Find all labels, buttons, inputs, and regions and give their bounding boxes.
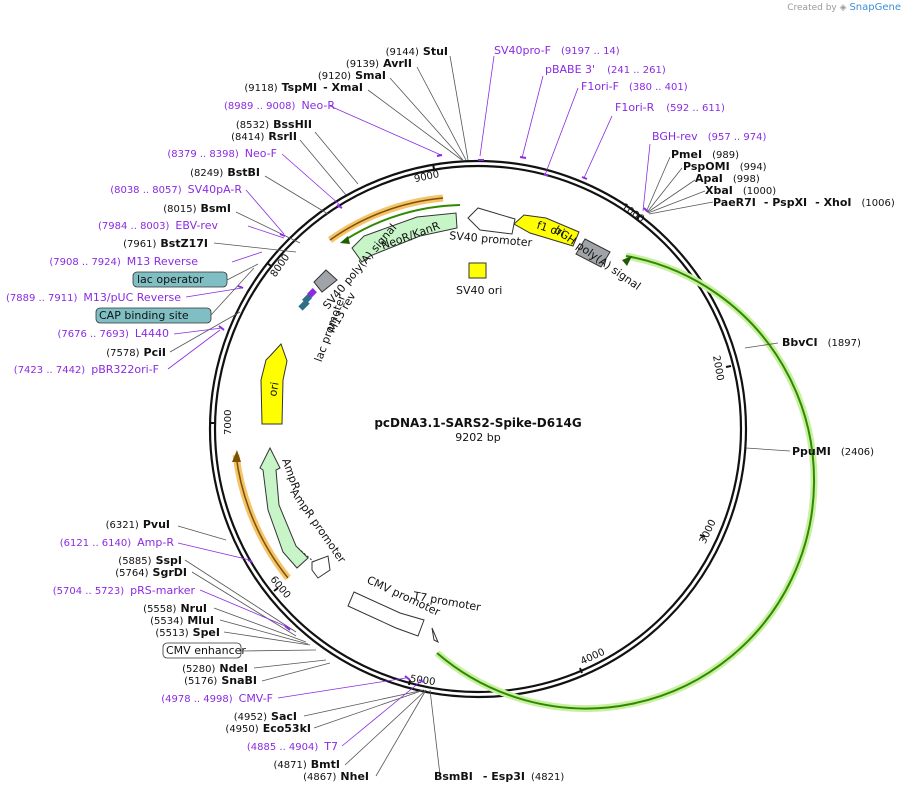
enzyme-stui: (9144)StuI [386, 45, 448, 58]
snapgene-logo-icon: ◈ [839, 3, 847, 13]
credit-prefix: Created by [787, 3, 837, 13]
enzyme-xbai: XbaI(1000) [705, 184, 776, 197]
enzyme-bmti: (4871)BmtI [274, 758, 340, 771]
enzyme-mlui: (5534)MluI [150, 614, 214, 627]
tick-9000: 9000 [413, 169, 440, 185]
snapgene-credit: Created by ◈ SnapGene [787, 2, 901, 13]
enzyme-ndei: (5280)NdeI [182, 662, 248, 675]
neo-orf-line [329, 197, 444, 241]
enzyme-bstz17i: (7961)BstZ17I [123, 237, 208, 250]
ori-feature [260, 343, 288, 425]
enzyme-paer7i-pspxi-xhoi: PaeR7I- PspXI- XhoI(1006) [713, 196, 895, 209]
primer-neo-r: (8989 .. 9008)Neo-R [224, 99, 335, 112]
t7-promoter-feature [431, 627, 439, 644]
bgh-polya-feature [575, 238, 611, 268]
primer-bgh-rev: BGH-rev(957 .. 974) [652, 130, 766, 143]
cmv-promoter-feature [347, 591, 425, 637]
primer-t7: (4885 .. 4904)T7 [247, 740, 338, 753]
primer-pbabe3: pBABE 3'(241 .. 261) [545, 63, 666, 76]
spike-orf-arrowhead [622, 256, 632, 266]
cmv-enhancer-box [162, 642, 242, 659]
enzyme-pcii: (7578)PciI [106, 346, 166, 359]
enzyme-sgrdi: (5764)SgrDI [115, 566, 187, 579]
enzyme-bstbi: (8249)BstBI [190, 166, 260, 179]
lac-operator-mark [307, 288, 317, 298]
primer-labels: SV40pro-F(9197 .. 14) pBABE 3'(241 .. 26… [6, 44, 767, 753]
ampr-promoter-dash [297, 547, 315, 563]
primer-sv40pro-f: SV40pro-F(9197 .. 14) [494, 44, 620, 57]
tick-1000: 1000 [619, 202, 646, 226]
enzyme-spei: (5513)SpeI [155, 626, 220, 639]
enzyme-snabi: (5176)SnaBI [184, 674, 257, 687]
spike-orf-halo [434, 252, 818, 712]
enzyme-saci: (4952)SacI [234, 710, 297, 723]
lac-operator-box [132, 271, 228, 288]
neo-orf-inner [344, 204, 461, 241]
enzyme-ppumi: PpuMI(2406) [792, 445, 874, 458]
enzyme-nrui: (5558)NruI [143, 602, 207, 615]
tick-6000: 6000 [268, 574, 293, 601]
sv40-ori-label: SV40 ori [456, 284, 502, 297]
enzyme-bsshii: (8532)BssHII [236, 118, 312, 131]
primer-marks [218, 154, 649, 683]
primer-m13-reverse: (7908 .. 7924)M13 Reverse [49, 255, 198, 268]
primer-ebv-rev: (7984 .. 8003)EBV-rev [98, 219, 218, 232]
enzyme-rsrii: (8414)RsrII [231, 130, 297, 143]
primer-l4440: (7676 .. 7693)L4440 [57, 327, 169, 340]
enzyme-eco53ki: (4950)Eco53kI [225, 722, 311, 735]
enzyme-pspomi: PspOMI(994) [683, 160, 767, 173]
primer-cmv-f: (4978 .. 4998)CMV-F [161, 692, 273, 705]
enzyme-avrii: (9139)AvrII [346, 57, 412, 70]
enzyme-pmei: PmeI(989) [671, 148, 739, 161]
backbone-ticks [209, 163, 732, 686]
primer-leader-lines [167, 55, 651, 747]
primer-sv40pa-r: (8038 .. 8057)SV40pA-R [110, 183, 242, 196]
cmv-enhancer-tag: CMV enhancer [166, 644, 246, 657]
primer-prs-marker: (5704 .. 5723)pRS-marker [53, 584, 196, 597]
enzyme-pvui: (6321)PvuI [106, 518, 170, 531]
cap-binding-site-tag: CAP binding site [99, 309, 189, 322]
plasmid-size: 9202 bp [455, 431, 500, 444]
primer-f1ori-f: F1ori-F(380 .. 401) [581, 80, 688, 93]
neor-kanr-feature [351, 212, 458, 263]
enzyme-bsmbi-esp3i: BsmBI- Esp3I(4821) [434, 770, 564, 783]
m13-rev-mark [298, 299, 310, 311]
enzyme-bbvci: BbvCI(1897) [782, 336, 861, 349]
sv40-promoter-label: SV40 promoter [449, 229, 533, 249]
primer-m13puc-reverse: (7889 .. 7911)M13/pUC Reverse [6, 291, 181, 304]
amp-orf-line [235, 454, 289, 579]
enzyme-smai: (9120)SmaI [318, 69, 386, 82]
tick-7000: 7000 [223, 410, 234, 435]
primer-neo-f: (8379 .. 8398)Neo-F [167, 147, 277, 160]
spike-orf-arrow [436, 255, 816, 710]
enzyme-bsmi: (8015)BsmI [163, 202, 231, 215]
boxed-tags: lac operator CAP binding site CMV enhanc… [95, 263, 317, 659]
enzyme-tspmi-xmai: (9118)TspMI- XmaI [244, 81, 363, 94]
tick-2000: 2000 [710, 355, 725, 382]
enzyme-labels: (9144)StuI (9139)AvrII (9120)SmaI (9118)… [106, 45, 895, 783]
cap-binding-site-box [95, 307, 212, 324]
enzyme-nhei: (4867)NheI [303, 770, 369, 783]
credit-brand: SnapGene [849, 2, 901, 13]
amp-orf-head [232, 450, 241, 462]
sv40-polya-feature [313, 269, 338, 293]
primer-f1ori-r: F1ori-R(592 .. 611) [615, 101, 725, 114]
ori-label: ori [266, 381, 281, 397]
neo-orf-inner-head [340, 236, 350, 244]
plasmid-name: pcDNA3.1-SARS2-Spike-D614G [374, 416, 581, 430]
lac-operator-tag: lac operator [137, 273, 204, 286]
primer-pbr322ori-f: (7423 .. 7442)pBR322ori-F [14, 363, 159, 376]
sv40-ori-feature [468, 262, 487, 279]
backbone-inner [213, 164, 743, 694]
primer-amp-r: (6121 .. 6140)Amp-R [60, 536, 175, 549]
enzyme-sspi: (5885)SspI [118, 554, 182, 567]
sv40-promoter-feature [467, 207, 516, 235]
ampr-promoter-feature [311, 555, 331, 579]
enzyme-apai: ApaI(998) [695, 172, 760, 185]
enzyme-leader-lines [169, 55, 791, 777]
